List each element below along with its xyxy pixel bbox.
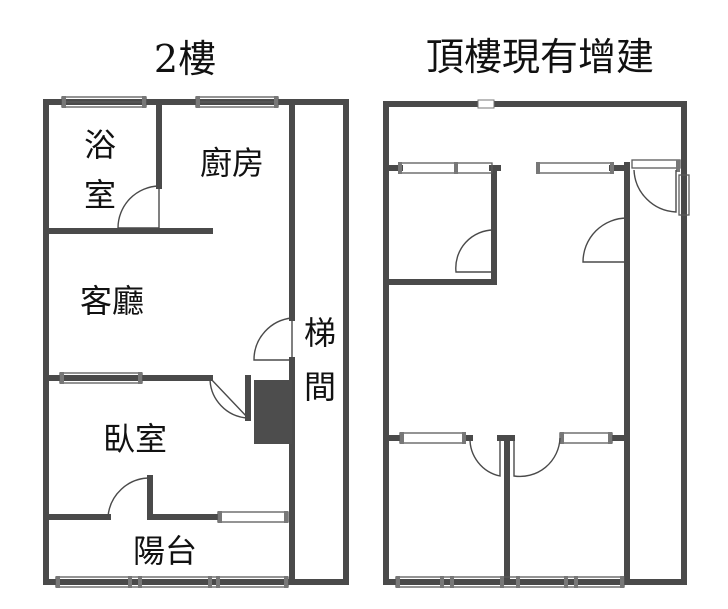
kitchen-label: 廚房: [200, 144, 264, 182]
corridor-door: [582, 217, 628, 263]
right-bottom-windows: [395, 576, 625, 588]
left-plan-title: 2樓: [154, 37, 216, 81]
balcony-label: 陽台: [133, 532, 197, 570]
bath-door: [117, 185, 160, 229]
bath-label-line2: 室: [84, 176, 116, 214]
upper-partition-windows: [398, 159, 681, 174]
top-vent: [477, 99, 495, 109]
lower-left-room-door: [469, 437, 501, 477]
right-floor-plan: [383, 99, 690, 588]
left-top-windows: [61, 96, 279, 108]
stair-label-line2: 間: [304, 368, 336, 406]
stair-label-line1: 梯: [304, 314, 336, 352]
lower-right-room-door: [513, 437, 561, 478]
stair-door: [253, 317, 293, 361]
east-window: [678, 174, 690, 216]
living-bedroom-window: [59, 372, 143, 384]
small-room-door: [455, 229, 495, 273]
bedroom-label: 臥室: [103, 420, 167, 458]
stair-block: [254, 380, 292, 444]
bath-label-line1: 浴: [84, 126, 116, 164]
left-floor-plan: 浴 室 廚房 客廳 臥室 陽台 梯 間: [43, 96, 349, 588]
left-bottom-windows: [55, 576, 289, 588]
balcony-door: [107, 477, 151, 518]
east-door: [633, 169, 677, 213]
right-plan-title: 頂樓現有增建: [426, 35, 654, 79]
living-label: 客廳: [80, 282, 144, 320]
bedroom-balcony-window: [217, 511, 289, 523]
bedroom-door: [209, 377, 249, 419]
